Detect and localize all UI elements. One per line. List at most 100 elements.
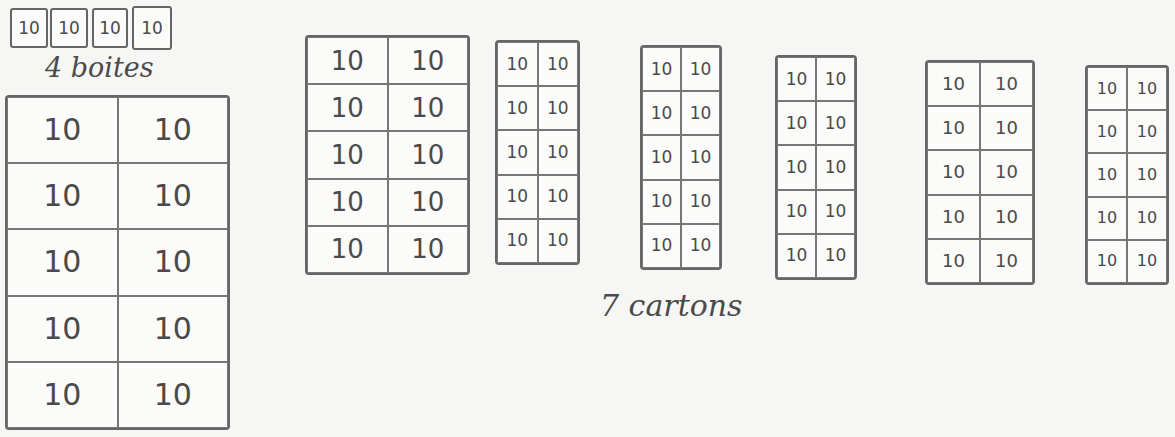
count-number: 10 — [411, 236, 444, 262]
carton-cell: 10 — [927, 150, 980, 194]
carton-cell: 10 — [816, 145, 855, 189]
count-number: 10 — [506, 144, 528, 161]
count-number: 10 — [651, 237, 673, 254]
carton-cell: 10 — [681, 180, 720, 224]
count-number: 10 — [690, 149, 712, 166]
count-number: 10 — [18, 20, 40, 37]
count-number: 10 — [331, 142, 364, 168]
count-number: 10 — [506, 56, 528, 73]
count-number: 10 — [1137, 210, 1157, 226]
carton-cell: 10 — [388, 84, 469, 131]
carton-cell: 10 — [1087, 110, 1127, 153]
count-number: 10 — [942, 119, 965, 137]
count-number: 10 — [1097, 124, 1117, 140]
count-number: 10 — [331, 189, 364, 215]
carton-cell: 10 — [927, 106, 980, 150]
box-of-ten: 10 — [10, 8, 48, 48]
count-number: 10 — [1137, 124, 1157, 140]
carton-cell: 10 — [1087, 153, 1127, 196]
count-number: 10 — [942, 252, 965, 270]
carton-cell: 10 — [816, 234, 855, 278]
carton-cell: 10 — [816, 101, 855, 145]
carton-cell: 10 — [777, 101, 816, 145]
count-number: 10 — [43, 314, 81, 344]
handwritten-note: 4 boites — [45, 52, 154, 83]
carton-box: 10101010101010101010 — [640, 45, 722, 270]
count-number: 10 — [825, 115, 847, 132]
count-number: 10 — [154, 380, 192, 410]
count-number: 10 — [651, 149, 673, 166]
carton-cell: 10 — [388, 179, 469, 226]
count-number: 10 — [154, 247, 192, 277]
carton-box: 10101010101010101010 — [1085, 65, 1169, 285]
carton-cell: 10 — [118, 163, 229, 229]
carton-cell: 10 — [538, 219, 579, 263]
carton-cell: 10 — [497, 42, 538, 86]
count-number: 10 — [99, 20, 121, 37]
carton-cell: 10 — [307, 179, 388, 226]
count-number: 10 — [690, 105, 712, 122]
carton-cell: 10 — [980, 239, 1033, 283]
carton-cell: 10 — [7, 97, 118, 163]
count-number: 10 — [1097, 253, 1117, 269]
carton-cell: 10 — [7, 163, 118, 229]
carton-cell: 10 — [642, 91, 681, 135]
count-number: 10 — [411, 48, 444, 74]
carton-cell: 10 — [388, 226, 469, 273]
count-number: 10 — [154, 181, 192, 211]
carton-cell: 10 — [1087, 67, 1127, 110]
carton-cell: 10 — [777, 234, 816, 278]
carton-cell: 10 — [927, 195, 980, 239]
carton-cell: 10 — [307, 84, 388, 131]
count-number: 10 — [547, 232, 569, 249]
count-number: 10 — [825, 247, 847, 264]
carton-cell: 10 — [388, 37, 469, 84]
carton-cell: 10 — [980, 106, 1033, 150]
carton-cell: 10 — [927, 239, 980, 283]
count-number: 10 — [506, 188, 528, 205]
count-number: 10 — [651, 61, 673, 78]
handwritten-note: 7 cartons — [600, 288, 743, 323]
count-number: 10 — [825, 71, 847, 88]
carton-cell: 10 — [538, 175, 579, 219]
count-number: 10 — [1137, 167, 1157, 183]
count-number: 10 — [43, 181, 81, 211]
carton-cell: 10 — [1127, 197, 1167, 240]
carton-cell: 10 — [642, 135, 681, 179]
count-number: 10 — [995, 75, 1018, 93]
count-number: 10 — [1097, 81, 1117, 97]
count-number: 10 — [58, 20, 80, 37]
carton-cell: 10 — [642, 180, 681, 224]
count-number: 10 — [1137, 81, 1157, 97]
count-number: 10 — [43, 247, 81, 277]
count-number: 10 — [547, 56, 569, 73]
carton-cell: 10 — [307, 37, 388, 84]
carton-cell: 10 — [7, 296, 118, 362]
count-number: 10 — [331, 95, 364, 121]
carton-cell: 10 — [681, 224, 720, 268]
count-number: 10 — [1097, 167, 1117, 183]
carton-cell: 10 — [118, 362, 229, 428]
carton-cell: 10 — [777, 57, 816, 101]
count-number: 10 — [786, 159, 808, 176]
count-number: 10 — [1097, 210, 1117, 226]
count-number: 10 — [825, 203, 847, 220]
carton-cell: 10 — [538, 42, 579, 86]
carton-cell: 10 — [118, 229, 229, 295]
carton-cell: 10 — [1127, 67, 1167, 110]
count-number: 10 — [786, 71, 808, 88]
carton-cell: 10 — [642, 224, 681, 268]
carton-cell: 10 — [816, 57, 855, 101]
carton-cell: 10 — [307, 226, 388, 273]
carton-cell: 10 — [497, 130, 538, 174]
carton-cell: 10 — [118, 296, 229, 362]
carton-box: 10101010101010101010 — [925, 60, 1035, 285]
carton-cell: 10 — [980, 150, 1033, 194]
count-number: 10 — [141, 20, 163, 37]
count-number: 10 — [690, 193, 712, 210]
count-number: 10 — [690, 61, 712, 78]
carton-cell: 10 — [927, 62, 980, 106]
count-number: 10 — [786, 247, 808, 264]
count-number: 10 — [43, 380, 81, 410]
carton-cell: 10 — [980, 195, 1033, 239]
